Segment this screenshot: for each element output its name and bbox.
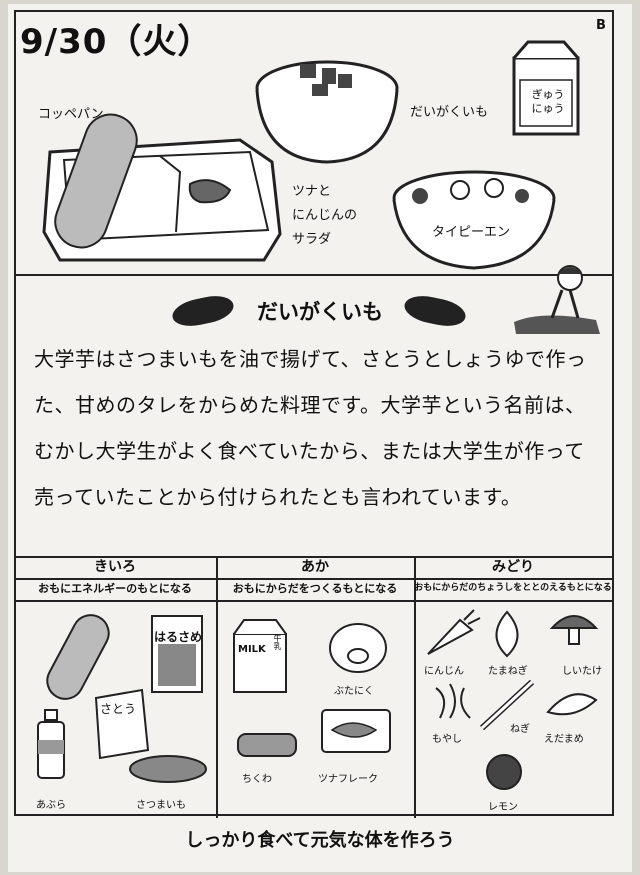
harusame-pack-illustration: [151, 615, 203, 693]
lemon-icon: [486, 754, 522, 790]
edamame-icon: [546, 693, 598, 716]
food-label: ツナフレーク: [318, 774, 378, 785]
food-label: さつまいも: [136, 800, 186, 811]
divider: [16, 556, 612, 558]
menu-date: 9/30（火）: [20, 22, 213, 62]
feature-title: だいがくいも: [257, 300, 383, 324]
food-label: ちくわ: [242, 774, 272, 785]
footer-slogan: しっかり食べて元気な体を作ろう: [185, 830, 455, 851]
shiitake-icon: [549, 615, 599, 645]
divider: [16, 274, 612, 276]
food-label: にんじん: [424, 666, 464, 677]
sweet-potato-illustration: [129, 755, 207, 783]
pig-icon: [329, 623, 387, 673]
sweet-potato-label: だいがくいも: [410, 105, 489, 120]
bread-illustration: [46, 614, 110, 700]
food-label: ぶたにく: [334, 686, 374, 697]
food-label: レモン: [488, 802, 518, 813]
column-divider: [414, 556, 416, 818]
food-label: 牛乳: [273, 634, 282, 650]
milk-carton-illustration: [512, 40, 580, 136]
food-label: はるさめ: [154, 630, 203, 644]
version-mark: B: [596, 18, 606, 33]
bread-label: コッペパン: [38, 107, 104, 122]
oil-bottle-illustration: [37, 709, 65, 779]
divider: [16, 600, 612, 602]
soup-bowl-illustration: [392, 170, 556, 270]
feature-paragraph: 大学芋はさつまいもを油で揚げて、さとうとしょうゆで作った、甘めのタレをからめた料…: [34, 347, 587, 509]
sweet-potato-bowl-illustration: [255, 60, 399, 164]
food-label: たまねぎ: [488, 666, 528, 677]
green-group-role: おもにからだのちょうしをととのえるもとになる: [414, 583, 612, 593]
food-label: もやし: [432, 734, 462, 745]
food-label: さとう: [100, 702, 137, 716]
bread-tray-illustration: [42, 113, 282, 262]
onion-icon: [495, 610, 519, 658]
food-label: ねぎ: [510, 724, 530, 735]
green-group-name: みどり: [492, 559, 534, 575]
chikuwa-illustration: [237, 733, 297, 757]
green-onion-icon: [479, 679, 535, 731]
menu-frame: [14, 10, 614, 818]
column-divider: [216, 556, 218, 818]
food-label: MILK: [238, 644, 266, 655]
red-group-role: おもにからだをつくるもとになる: [232, 582, 398, 595]
yellow-group-name: きいろ: [94, 559, 136, 575]
milk-carton-illustration: [233, 619, 287, 693]
milk-label: ぎゅう にゅう: [531, 88, 565, 115]
food-label: しいたけ: [562, 666, 602, 677]
tuna-can-illustration: [321, 709, 391, 753]
food-label: えだまめ: [544, 734, 584, 745]
salad-label: ツナと にんじんの サラダ: [292, 184, 358, 247]
divider: [16, 578, 612, 580]
yellow-group-role: おもにエネルギーのもとになる: [38, 582, 192, 595]
child-digging-potato-illustration: [514, 265, 600, 334]
bean-sprouts-icon: [435, 683, 471, 719]
soup-label: タイピーエン: [432, 225, 511, 240]
food-label: あぶら: [36, 800, 66, 811]
red-group-name: あか: [301, 559, 329, 575]
sugar-bag-illustration: [94, 688, 150, 760]
carrot-icon: [427, 609, 481, 655]
